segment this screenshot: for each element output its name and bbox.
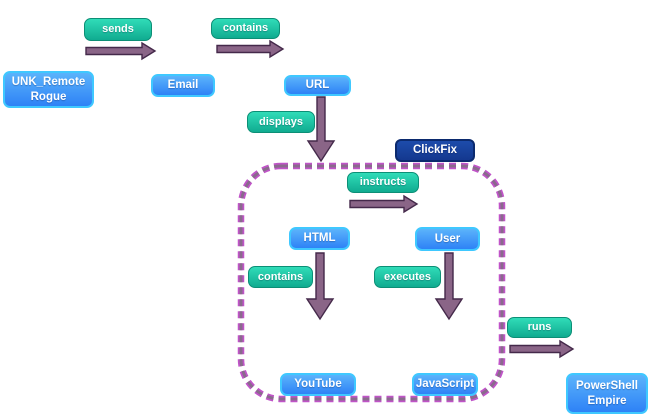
arrow-sends (85, 41, 157, 61)
edge-label-sends: sends (84, 18, 152, 41)
clickfix-group-border (239, 164, 504, 401)
arrow-executes-user-javascript (434, 252, 464, 321)
clickfix-group-title: ClickFix (395, 139, 475, 162)
node-youtube: YouTube (280, 373, 356, 396)
node-user: User (415, 227, 480, 251)
node-javascript: JavaScript (412, 373, 478, 396)
arrow-runs (509, 339, 575, 359)
edge-label-contains-top: contains (211, 18, 280, 39)
edge-label-executes: executes (374, 266, 441, 288)
arrow-contains-html-youtube (305, 252, 335, 321)
node-url: URL (284, 75, 351, 96)
node-unk-remote-rogue: UNK_Remote Rogue (3, 71, 94, 108)
node-powershell-empire: PowerShell Empire (566, 373, 648, 414)
arrow-contains-email-url (216, 39, 285, 59)
node-email: Email (151, 74, 215, 97)
arrow-displays-url-clickfix (306, 96, 336, 163)
edge-label-displays: displays (247, 111, 315, 133)
node-html: HTML (289, 227, 350, 250)
edge-label-runs: runs (507, 317, 572, 338)
edge-label-instructs: instructs (347, 172, 419, 193)
edge-label-contains-inner: contains (248, 266, 313, 288)
arrow-instructs (349, 194, 419, 214)
